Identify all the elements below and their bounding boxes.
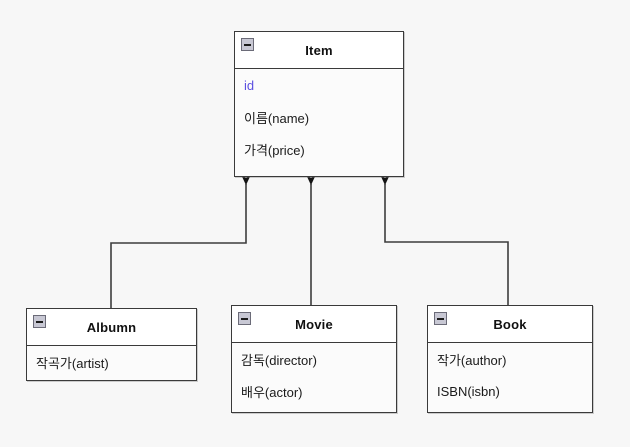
class-name-book: Book xyxy=(493,316,527,332)
minus-glyph xyxy=(244,43,251,46)
minus-icon[interactable] xyxy=(434,312,447,325)
class-header-item: Item xyxy=(235,32,403,69)
class-name-item: Item xyxy=(305,42,333,58)
attribute-list-item: id 이름(name) 가격(price) xyxy=(235,69,403,176)
attribute-label: 배우(actor) xyxy=(241,384,303,400)
attribute-label: 작가(author) xyxy=(437,352,507,368)
minus-icon[interactable] xyxy=(241,38,254,51)
class-box-album[interactable]: Albumn 작곡가(artist) xyxy=(26,308,197,381)
minus-icon[interactable] xyxy=(238,312,251,325)
minus-glyph xyxy=(437,317,444,320)
attribute-label: 작곡가(artist) xyxy=(36,355,109,371)
class-box-movie[interactable]: Movie 감독(director) 배우(actor) xyxy=(231,305,397,413)
attribute-list-album: 작곡가(artist) xyxy=(27,346,196,380)
attribute-row: id xyxy=(235,69,403,101)
minus-glyph xyxy=(36,320,43,323)
class-header-book: Book xyxy=(428,306,592,343)
connector-album-to-item xyxy=(110,175,251,308)
attribute-label: 감독(director) xyxy=(241,352,317,368)
connector-book-to-item xyxy=(380,175,509,305)
attribute-label: 가격(price) xyxy=(244,142,305,158)
attribute-row: 가격(price) xyxy=(235,133,403,165)
attribute-label: id xyxy=(244,77,255,93)
attribute-label: ISBN(isbn) xyxy=(437,383,500,399)
attribute-row: 배우(actor) xyxy=(232,375,396,407)
class-header-movie: Movie xyxy=(232,306,396,343)
class-name-movie: Movie xyxy=(295,316,333,332)
attribute-list-book: 작가(author) ISBN(isbn) xyxy=(428,343,592,412)
class-box-book[interactable]: Book 작가(author) ISBN(isbn) xyxy=(427,305,593,413)
attribute-row: 감독(director) xyxy=(232,343,396,375)
attribute-row: 작곡가(artist) xyxy=(27,346,196,378)
minus-icon[interactable] xyxy=(33,315,46,328)
attribute-list-movie: 감독(director) 배우(actor) xyxy=(232,343,396,412)
class-header-album: Albumn xyxy=(27,309,196,346)
attribute-row: 이름(name) xyxy=(235,101,403,133)
attribute-label: 이름(name) xyxy=(244,110,310,126)
class-box-item[interactable]: Item id 이름(name) 가격(price) xyxy=(234,31,404,177)
attribute-row: 작가(author) xyxy=(428,343,592,375)
attribute-row: ISBN(isbn) xyxy=(428,375,592,407)
minus-glyph xyxy=(241,317,248,320)
class-name-album: Albumn xyxy=(86,319,137,335)
